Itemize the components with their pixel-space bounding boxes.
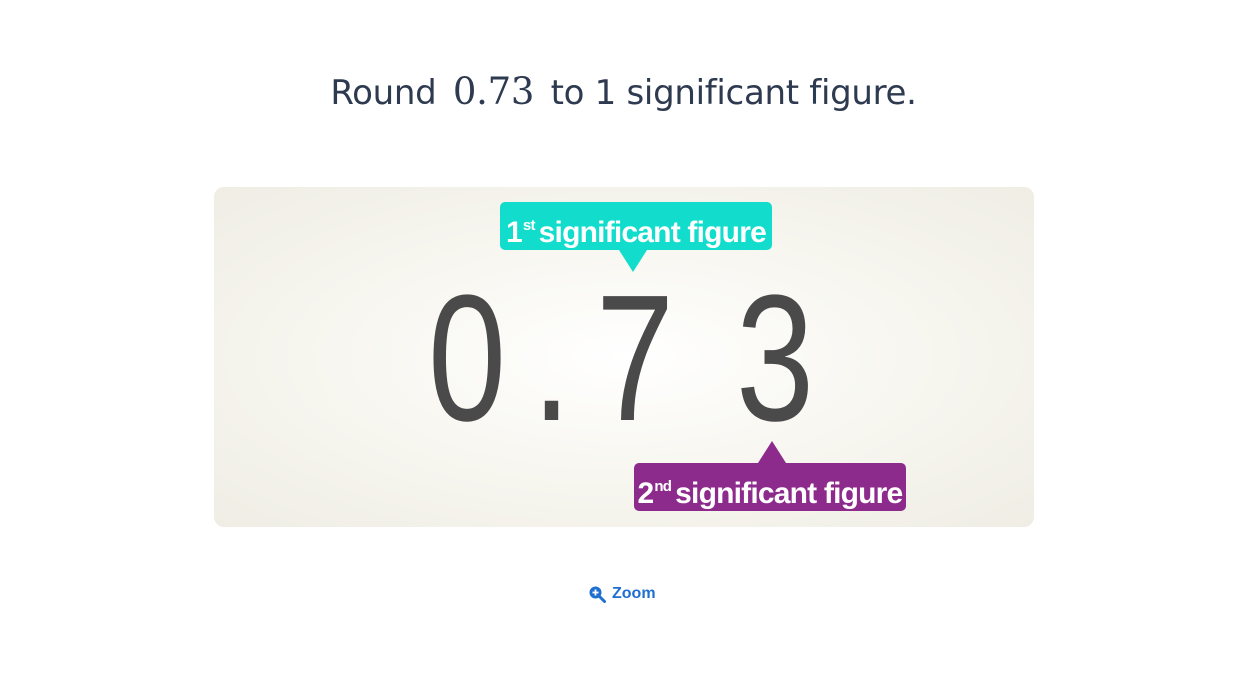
zoom-label: Zoom <box>612 585 656 602</box>
decimal-point: . <box>532 258 572 459</box>
first-callout-label: significant figure <box>538 216 767 249</box>
first-callout-number: 1 <box>506 216 523 249</box>
second-callout-number: 2 <box>637 477 655 510</box>
question-prefix: Round <box>330 73 437 113</box>
digit-seven: 7 <box>596 258 675 459</box>
second-callout-label: significant figure <box>675 477 903 510</box>
question-number: 0.73 <box>452 70 535 113</box>
question-suffix: to 1 significant figure. <box>550 73 917 113</box>
digit-three: 3 <box>736 258 815 459</box>
zoom-in-icon <box>588 585 606 603</box>
first-callout-ordinal: st <box>522 217 536 234</box>
question-text: Round 0.73 to 1 significant figure. <box>0 70 1247 113</box>
decimal-number: 0 . 7 3 <box>214 258 1034 459</box>
zoom-button[interactable]: Zoom <box>588 582 656 606</box>
second-callout-ordinal: nd <box>654 478 672 495</box>
digit-zero: 0 <box>428 258 507 459</box>
